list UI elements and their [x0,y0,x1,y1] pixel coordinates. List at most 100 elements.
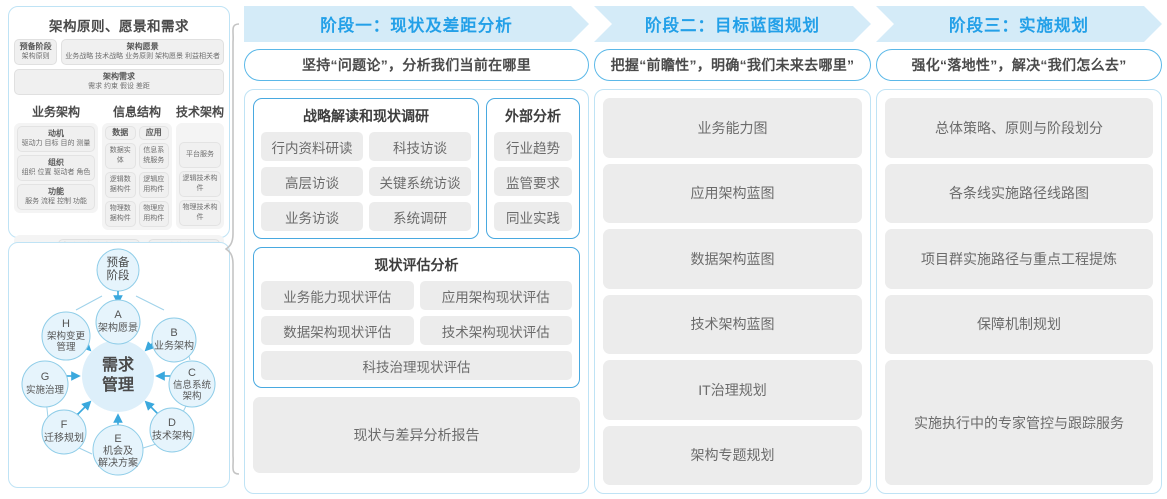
svg-text:解决方案: 解决方案 [98,456,138,469]
pillar-business-cell: 组织 组织 位置 驱动者 角色 [17,155,95,181]
adm-node-f [41,409,87,455]
phase-2-item[interactable]: IT治理规划 [603,360,862,420]
svg-text:实施治理: 实施治理 [26,384,65,396]
svg-text:预备: 预备 [107,255,130,269]
chip-item[interactable]: 行内资料研读 [261,132,363,161]
chip-item[interactable]: 高层访谈 [261,167,363,196]
framework-req-head: 架构需求 [103,72,135,81]
framework-prelim-box: 预备阶段 架构原则 [14,39,58,65]
brace-connector [225,23,240,475]
svg-text:F: F [61,419,68,431]
pillar-info-data-col: 数据 数据实体 逻辑数据构件 物理数据构件 [105,126,136,227]
phase-3-item[interactable]: 实施执行中的专家管控与跟踪服务 [885,360,1153,486]
adm-node-c [168,360,216,408]
chip-item[interactable]: 技术架构现状评估 [419,316,572,345]
svg-text:B: B [170,327,177,339]
adm-node-d [149,407,195,453]
adm-node-a [95,299,141,345]
chip-item[interactable]: 同业实践 [494,202,572,231]
framework-vision-sub: 业务战略 技术战略 业务原则 架构愿景 利益相关者 [65,53,220,60]
svg-text:H: H [62,318,70,330]
adm-node-g [21,360,69,408]
phase-1-body: 战略解读和现状调研 行内资料研读 科技访谈 高层访谈 关键系统访谈 业务访谈 系… [244,89,589,494]
phase-3-item[interactable]: 总体策略、原则与阶段划分 [885,98,1153,158]
group-external-analysis: 外部分析 行业趋势 监管要求 同业实践 [486,98,580,239]
chip-item-full[interactable]: 科技治理现状评估 [261,351,572,380]
phase-2-item[interactable]: 数据架构蓝图 [603,229,862,289]
phase-2-body: 业务能力图 应用架构蓝图 数据架构蓝图 技术架构蓝图 IT治理规划 架构专题规划 [594,89,871,494]
framework-vision-head: 架构愿景 [126,42,159,51]
phase-3-subtitle: 强化“落地性”，解决“我们怎么去” [876,49,1162,81]
phase-1-subtitle: 坚持“问题论”，分析我们当前在哪里 [244,49,589,81]
framework-pillar-business: 业务架构 动机 驱动力 目标 目的 测量 组织 组织 位置 驱动者 角色 功能 … [14,100,98,213]
adm-center-circle [82,340,154,412]
chip-item[interactable]: 监管要求 [494,167,572,196]
pillar-business-cell: 动机 驱动力 目标 目的 测量 [17,126,95,152]
phase-3-item[interactable]: 保障机制规划 [885,294,1153,355]
adm-node-h [41,311,91,361]
svg-text:架构愿景: 架构愿景 [98,321,138,334]
framework-prelim-head: 预备阶段 [19,42,52,51]
pillar-business-cell: 功能 服务 流程 控制 功能 [17,184,95,210]
framework-prelim-sub: 架构原则 [21,53,50,60]
chip-item[interactable]: 行业趋势 [494,132,572,161]
svg-text:信息系统: 信息系统 [173,379,212,391]
svg-text:技术架构: 技术架构 [152,429,192,442]
chip-item[interactable]: 科技访谈 [369,132,471,161]
phase-3-body: 总体策略、原则与阶段划分 各条线实施路径线路图 项目群实施路径与重点工程提炼 保… [876,89,1162,494]
phase-1-header: 阶段一：现状及差距分析 [244,6,589,42]
svg-text:C: C [188,367,196,379]
chip-item[interactable]: 业务访谈 [261,202,363,231]
framework-requirements-box: 架构需求 需求 约束 假设 差距 [14,69,224,95]
pillar-info-app-col: 应用 信息系统服务 逻辑应用构件 物理应用构件 [138,126,169,227]
svg-text:G: G [41,371,50,383]
svg-text:架构变更: 架构变更 [47,330,86,342]
framework-req-sub: 需求 约束 假设 差距 [88,83,150,90]
svg-text:架构: 架构 [182,390,201,402]
chip-item[interactable]: 数据架构现状评估 [261,316,414,345]
phase-3-item[interactable]: 项目群实施路径与重点工程提炼 [885,229,1153,289]
svg-text:管理: 管理 [56,341,76,353]
phase-column-1: 阶段一：现状及差距分析 坚持“问题论”，分析我们当前在哪里 战略解读和现状调研 … [244,6,589,494]
phase-column-2: 阶段二：目标蓝图规划 把握“前瞻性”，明确“我们未来去哪里” 业务能力图 应用架… [594,6,871,494]
phase-2-item[interactable]: 架构专题规划 [603,425,862,485]
phase-3-item[interactable]: 各条线实施路径线路图 [885,163,1153,224]
chip-item[interactable]: 关键系统访谈 [369,167,471,196]
svg-text:机会及: 机会及 [103,444,133,457]
phase-2-item[interactable]: 应用架构蓝图 [603,163,862,223]
chip-item[interactable]: 系统调研 [369,202,471,231]
svg-text:阶段: 阶段 [107,268,130,282]
phase-2-item[interactable]: 技术架构蓝图 [603,294,862,354]
chip-item[interactable]: 应用架构现状评估 [419,281,572,310]
phase-1-report-card[interactable]: 现状与差异分析报告 [253,397,580,473]
phase-2-subtitle: 把握“前瞻性”，明确“我们未来去哪里” [594,49,871,81]
framework-pillar-information: 信息结构 数据 数据实体 逻辑数据构件 物理数据构件 [102,100,172,230]
adm-cycle-diagram: 需求 管理 预备 阶段 A 架构愿景 [21,248,216,476]
phase-3-header: 阶段三：实施规划 [876,6,1162,42]
group-strategy-research-title: 战略解读和现状调研 [303,108,429,124]
svg-text:E: E [114,433,121,445]
chip-item[interactable]: 业务能力现状评估 [261,281,414,310]
framework-title: 架构原则、愿景和需求 [49,19,189,34]
phase-column-3: 阶段三：实施规划 强化“落地性”，解决“我们怎么去” 总体策略、原则与阶段划分 … [876,6,1162,494]
togaf-content-framework-panel: 架构原则、愿景和需求 预备阶段 架构原则 架构愿景 业务战略 技术战略 业务原则… [8,6,230,279]
left-reference-column: 架构原则、愿景和需求 预备阶段 架构原则 架构愿景 业务战略 技术战略 业务原则… [8,6,230,493]
group-assessment-title: 现状评估分析 [374,257,459,273]
svg-text:业务架构: 业务架构 [154,339,194,352]
svg-text:A: A [114,309,122,321]
framework-vision-box: 架构愿景 业务战略 技术战略 业务原则 架构愿景 利益相关者 [61,39,224,65]
adm-node-e [92,424,144,476]
phase-2-header: 阶段二：目标蓝图规划 [594,6,871,42]
group-external-analysis-title: 外部分析 [505,108,561,124]
svg-text:D: D [168,417,176,429]
adm-node-b [151,317,197,363]
adm-center-label-line2: 管理 [102,375,134,394]
phase-2-item[interactable]: 业务能力图 [603,98,862,158]
pillar-technology-title: 技术架构 [176,105,225,119]
pillar-business-title: 业务架构 [31,105,80,119]
pillar-information-title: 信息结构 [112,105,161,119]
group-strategy-research: 战略解读和现状调研 行内资料研读 科技访谈 高层访谈 关键系统访谈 业务访谈 系… [253,98,479,239]
group-current-state-assessment: 现状评估分析 业务能力现状评估 应用架构现状评估 数据架构现状评估 技术架构现状… [253,247,580,388]
svg-text:迁移规划: 迁移规划 [44,431,84,444]
framework-pillar-technology: 技术架构 平台服务 逻辑技术构件 物理技术构件 [176,100,224,229]
